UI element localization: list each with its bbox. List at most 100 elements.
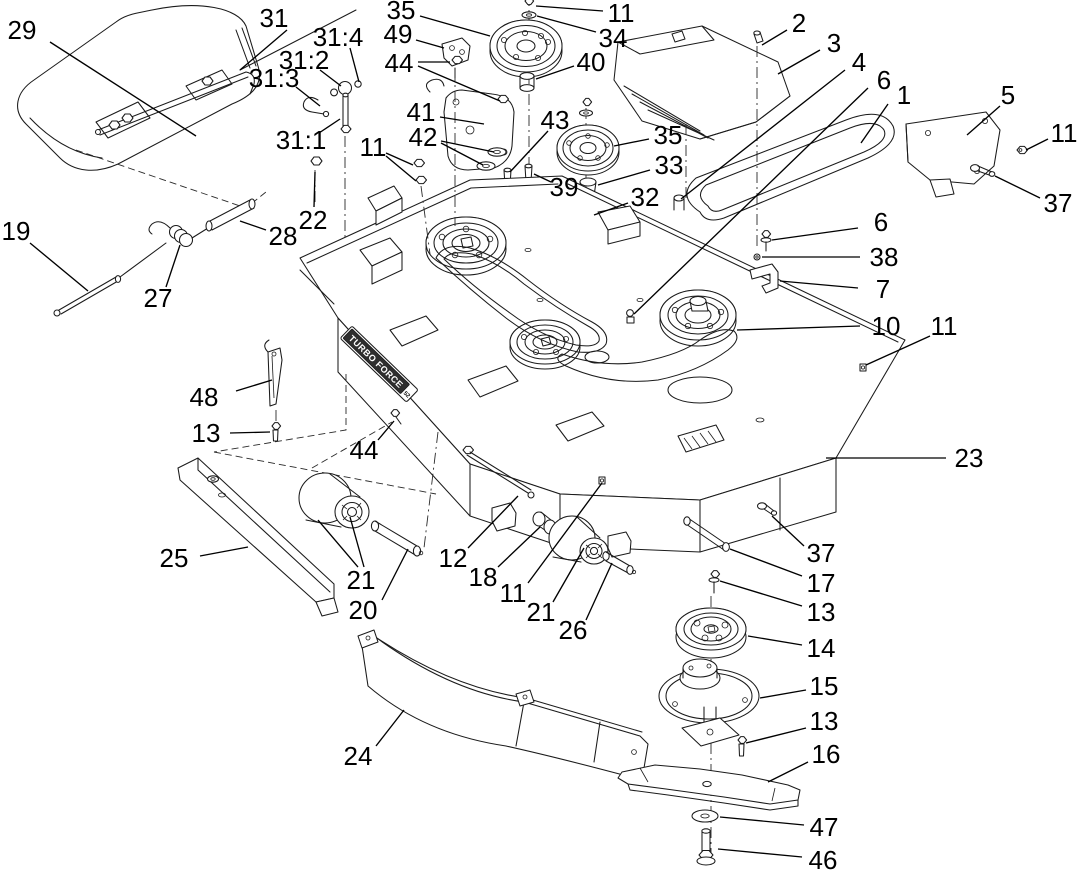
callout-33: 33 bbox=[655, 150, 684, 180]
leader-line-31-3 bbox=[295, 86, 321, 107]
leader-line-6b bbox=[771, 227, 859, 241]
leader-line-5 bbox=[966, 105, 1001, 136]
leader-line-47 bbox=[719, 816, 805, 826]
callout-26: 26 bbox=[559, 615, 588, 645]
callout-28: 28 bbox=[269, 221, 298, 251]
callout-31-4: 31:4 bbox=[313, 22, 364, 52]
leader-line-16 bbox=[767, 761, 809, 783]
leader-line-15 bbox=[759, 689, 807, 699]
leader-line-13b bbox=[745, 727, 807, 744]
leader-line-42 bbox=[440, 142, 484, 166]
leader-line-27 bbox=[165, 244, 181, 288]
leader-line-24 bbox=[375, 709, 405, 747]
callout-29: 29 bbox=[8, 15, 37, 45]
leader-line-37b bbox=[771, 515, 805, 547]
leader-line-31 bbox=[239, 29, 288, 71]
leader-line-34 bbox=[536, 15, 597, 33]
callout-31-3: 31:3 bbox=[249, 63, 300, 93]
rollers-drawing bbox=[298, 445, 637, 575]
leader-line-41 bbox=[439, 116, 485, 125]
leader-line-48 bbox=[235, 379, 273, 392]
leader-line-33 bbox=[597, 169, 651, 186]
callout-14: 14 bbox=[807, 633, 836, 663]
callout-46: 46 bbox=[809, 845, 838, 875]
leader-line-17 bbox=[729, 548, 803, 577]
callout-4: 4 bbox=[852, 47, 866, 77]
callout-21b: 21 bbox=[527, 597, 556, 627]
leader-line-21a bbox=[317, 519, 359, 568]
leader-line-32 bbox=[593, 202, 629, 216]
callout-39: 39 bbox=[550, 172, 579, 202]
leader-line-6a bbox=[633, 87, 869, 315]
callout-6b: 6 bbox=[874, 207, 888, 237]
callout-2: 2 bbox=[792, 8, 806, 38]
deck-pulleys-and-belt-drawing bbox=[425, 216, 738, 382]
leader-line-25 bbox=[199, 546, 249, 557]
callout-7: 7 bbox=[876, 274, 890, 304]
callout-1: 1 bbox=[897, 80, 911, 110]
leader-line-14 bbox=[747, 635, 803, 646]
skid-rail-drawing bbox=[177, 457, 339, 617]
callout-11a: 11 bbox=[608, 0, 635, 28]
callout-25: 25 bbox=[160, 543, 189, 573]
leader-line-11b bbox=[385, 155, 417, 182]
leader-line-13a bbox=[719, 580, 803, 607]
leader-line-49 bbox=[415, 39, 445, 49]
callout-21a: 21 bbox=[347, 565, 376, 595]
leader-line-11e bbox=[527, 482, 603, 584]
leader-line-35a bbox=[419, 15, 491, 37]
leader-line-43 bbox=[509, 130, 549, 173]
rod-spring-link-drawing bbox=[53, 198, 256, 317]
leader-line-11a bbox=[535, 5, 604, 12]
callout-48: 48 bbox=[190, 382, 219, 412]
grass-deflector-drawing bbox=[17, 5, 267, 209]
leader-line-21a bbox=[349, 516, 365, 568]
callout-34: 34 bbox=[599, 23, 628, 53]
leader-line-19 bbox=[29, 242, 89, 292]
leader-line-11c bbox=[1025, 138, 1049, 151]
callout-13b: 13 bbox=[810, 706, 839, 736]
leader-line-3 bbox=[777, 49, 821, 75]
callout-20: 20 bbox=[349, 595, 378, 625]
leader-line-44a bbox=[417, 65, 501, 102]
callout-11b: 11 bbox=[360, 132, 387, 162]
callout-31-1: 31:1 bbox=[276, 125, 327, 155]
leader-line-2 bbox=[761, 29, 788, 46]
callout-5: 5 bbox=[1001, 80, 1015, 110]
leader-line-29 bbox=[49, 41, 197, 137]
blade-stop-drawing bbox=[264, 339, 402, 442]
leader-line-11b bbox=[385, 152, 414, 166]
callout-35b: 35 bbox=[654, 120, 683, 150]
callout-31: 31 bbox=[260, 3, 289, 33]
callout-37a: 37 bbox=[1044, 188, 1073, 218]
leader-line-40 bbox=[535, 65, 575, 80]
leader-line-28 bbox=[239, 220, 267, 231]
leader-line-21b bbox=[552, 547, 585, 603]
leader-line-13c bbox=[229, 431, 271, 434]
callout-24: 24 bbox=[344, 741, 373, 771]
callout-42: 42 bbox=[409, 122, 438, 152]
leader-line-31-2 bbox=[319, 69, 342, 87]
leader-line-37a bbox=[994, 175, 1041, 199]
leader-line-12 bbox=[467, 495, 519, 549]
leader-line-31-4 bbox=[349, 47, 360, 83]
decal-size-text: 52 bbox=[402, 391, 411, 400]
callout-11c: 11 bbox=[1051, 118, 1078, 148]
callout-13c: 13 bbox=[192, 418, 221, 448]
callout-38: 38 bbox=[870, 242, 899, 272]
callout-44a: 44 bbox=[385, 48, 414, 78]
callout-19: 19 bbox=[2, 216, 31, 246]
callout-3: 3 bbox=[827, 28, 841, 58]
spindle-stack-drawing bbox=[617, 570, 801, 868]
leader-line-31-1 bbox=[318, 118, 341, 134]
callout-43: 43 bbox=[541, 105, 570, 135]
leader-line-22 bbox=[313, 171, 316, 208]
baffle-drawing bbox=[357, 629, 649, 781]
callout-12: 12 bbox=[439, 543, 468, 573]
callout-41: 41 bbox=[407, 97, 436, 127]
callout-49: 49 bbox=[384, 19, 413, 49]
belt-cover-drawing bbox=[613, 25, 791, 248]
support-rod-assembly-drawing bbox=[239, 9, 362, 258]
